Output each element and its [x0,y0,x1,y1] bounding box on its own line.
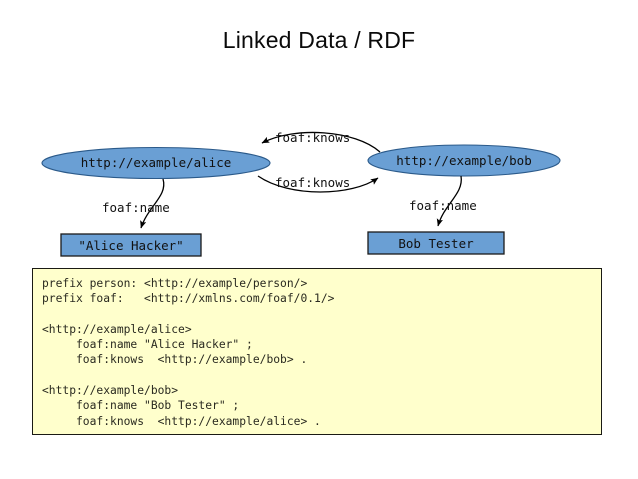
turtle-code-text: prefix person: <http://example/person/> … [42,277,335,428]
edge-knows-alice-to-bob [257,175,379,193]
edge-name-alice [140,178,165,229]
rdf-graph-svg [41,131,561,257]
node-alice-name-label: "Alice Hacker" [78,238,184,253]
turtle-code-block: prefix person: <http://example/person/> … [32,268,602,435]
node-bob-label: http://example/bob [396,153,532,168]
edge-label-name-bob: foaf:name [409,198,477,213]
node-bob-name-box[interactable] [367,231,505,255]
node-alice-label: http://example/alice [80,155,232,170]
edge-label-name-alice: foaf:name [102,200,170,215]
edge-name-bob [436,175,462,227]
edge-label-knows-top: foaf:knows [275,130,351,145]
edge-label-knows-bottom: foaf:knows [275,175,351,190]
node-bob-ellipse[interactable] [367,144,561,177]
node-bob-name-label: Bob Tester [398,236,474,251]
rdf-graph-diagram: http://example/alice http://example/bob … [0,110,638,270]
page-title: Linked Data / RDF [222,27,416,53]
node-alice-ellipse[interactable] [41,146,271,180]
node-alice-name-box[interactable] [60,233,202,257]
edge-knows-bob-to-alice [261,131,381,153]
